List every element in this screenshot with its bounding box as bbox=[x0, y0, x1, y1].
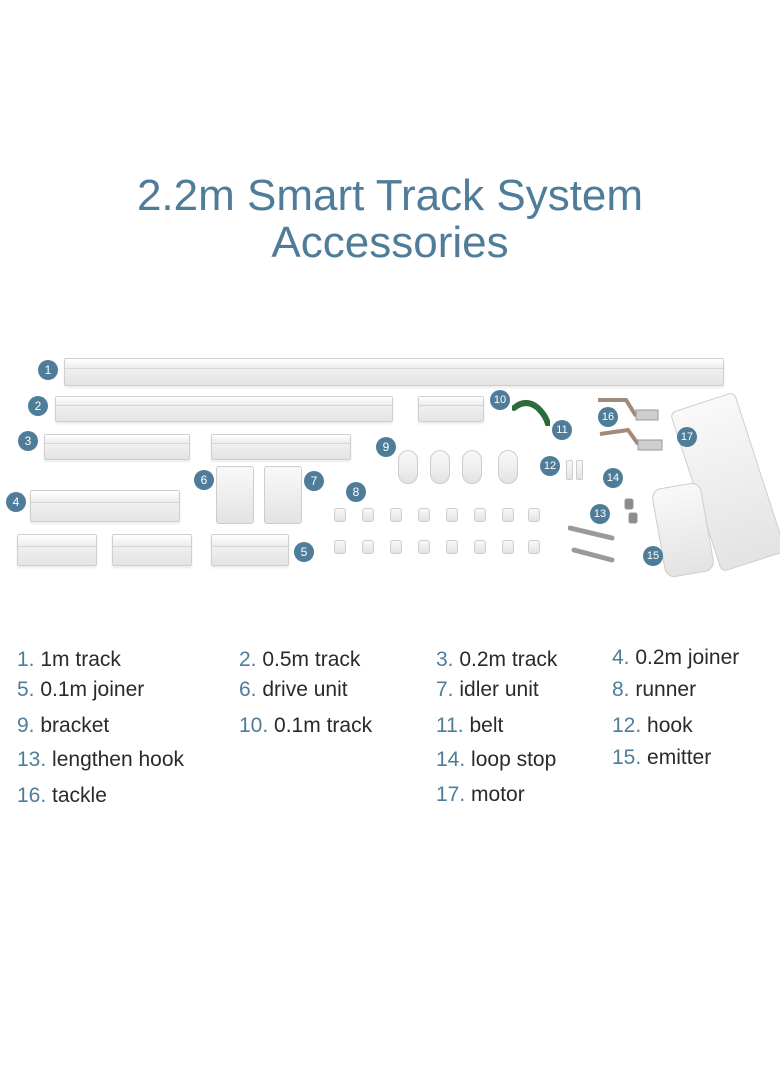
runner bbox=[528, 540, 540, 554]
joiner-01m-b bbox=[112, 534, 192, 566]
runner bbox=[334, 540, 346, 554]
badge-5: 5 bbox=[294, 542, 314, 562]
runner bbox=[390, 540, 402, 554]
legend-item: 1. 1m track bbox=[17, 648, 121, 671]
title-line-1: 2.2m Smart Track System bbox=[136, 171, 644, 220]
runner bbox=[502, 508, 514, 522]
hook bbox=[566, 460, 573, 480]
badge-2: 2 bbox=[28, 396, 48, 416]
runner bbox=[418, 540, 430, 554]
title-line-2: Accessories bbox=[271, 218, 509, 267]
legend-item: 9. bracket bbox=[17, 714, 110, 737]
loop-stop bbox=[628, 512, 638, 524]
badge-15: 15 bbox=[643, 546, 663, 566]
badge-9: 9 bbox=[376, 437, 396, 457]
badge-16: 16 bbox=[598, 407, 618, 427]
bracket bbox=[430, 450, 450, 484]
legend-item: 2. 0.5m track bbox=[239, 648, 361, 671]
bracket bbox=[498, 450, 518, 484]
legend-item: 5. 0.1m joiner bbox=[17, 678, 145, 701]
legend-item: 10. 0.1m track bbox=[239, 714, 373, 737]
legend-item: 17. motor bbox=[436, 783, 525, 806]
runner bbox=[362, 540, 374, 554]
runner bbox=[446, 508, 458, 522]
tackle-icon bbox=[598, 398, 663, 451]
badge-11: 11 bbox=[552, 420, 572, 440]
legend-item: 16. tackle bbox=[17, 784, 107, 807]
runner bbox=[474, 540, 486, 554]
legend-item: 3. 0.2m track bbox=[436, 648, 558, 671]
runner bbox=[390, 508, 402, 522]
track-01m bbox=[418, 396, 484, 422]
track-02m-b bbox=[211, 434, 351, 460]
badge-3: 3 bbox=[18, 431, 38, 451]
joiner-01m-c bbox=[211, 534, 289, 566]
badge-14: 14 bbox=[603, 468, 623, 488]
legend-item: 15. emitter bbox=[612, 746, 712, 769]
runner bbox=[474, 508, 486, 522]
hook bbox=[576, 460, 583, 480]
legend-item: 12. hook bbox=[612, 714, 693, 737]
badge-8: 8 bbox=[346, 482, 366, 502]
joiner-01m-a bbox=[17, 534, 97, 566]
runner bbox=[502, 540, 514, 554]
drive-unit bbox=[216, 466, 254, 524]
page-title: 2.2m Smart Track System Accessories bbox=[0, 172, 780, 266]
legend-item: 4. 0.2m joiner bbox=[612, 646, 740, 669]
lengthen-hook-icon bbox=[568, 525, 615, 563]
track-05m bbox=[55, 396, 393, 422]
legend-item: 14. loop stop bbox=[436, 748, 557, 771]
runner bbox=[528, 508, 540, 522]
badge-12: 12 bbox=[540, 456, 560, 476]
badge-1: 1 bbox=[38, 360, 58, 380]
runner bbox=[446, 540, 458, 554]
track-1m bbox=[64, 358, 724, 386]
badge-6: 6 bbox=[194, 470, 214, 490]
product-illustration: 1 2 10 3 4 5 6 7 8 9 bbox=[0, 340, 780, 590]
legend-item: 6. drive unit bbox=[239, 678, 348, 701]
bracket bbox=[398, 450, 418, 484]
badge-17: 17 bbox=[677, 427, 697, 447]
track-02m-a bbox=[44, 434, 190, 460]
legend-item: 13. lengthen hook bbox=[17, 748, 184, 771]
badge-7: 7 bbox=[304, 471, 324, 491]
badge-4: 4 bbox=[6, 492, 26, 512]
loop-stop bbox=[624, 498, 634, 510]
runner bbox=[334, 508, 346, 522]
legend-item: 7. idler unit bbox=[436, 678, 539, 701]
runner bbox=[418, 508, 430, 522]
joiner-02m bbox=[30, 490, 180, 522]
badge-10: 10 bbox=[490, 390, 510, 410]
legend-item: 11. belt bbox=[436, 714, 504, 737]
belt-icon bbox=[512, 400, 550, 426]
legend-item: 8. runner bbox=[612, 678, 697, 701]
bracket bbox=[462, 450, 482, 484]
runner bbox=[362, 508, 374, 522]
badge-13: 13 bbox=[590, 504, 610, 524]
idler-unit bbox=[264, 466, 302, 524]
parts-legend: 1. 1m track 2. 0.5m track 3. 0.2m track … bbox=[0, 640, 780, 820]
